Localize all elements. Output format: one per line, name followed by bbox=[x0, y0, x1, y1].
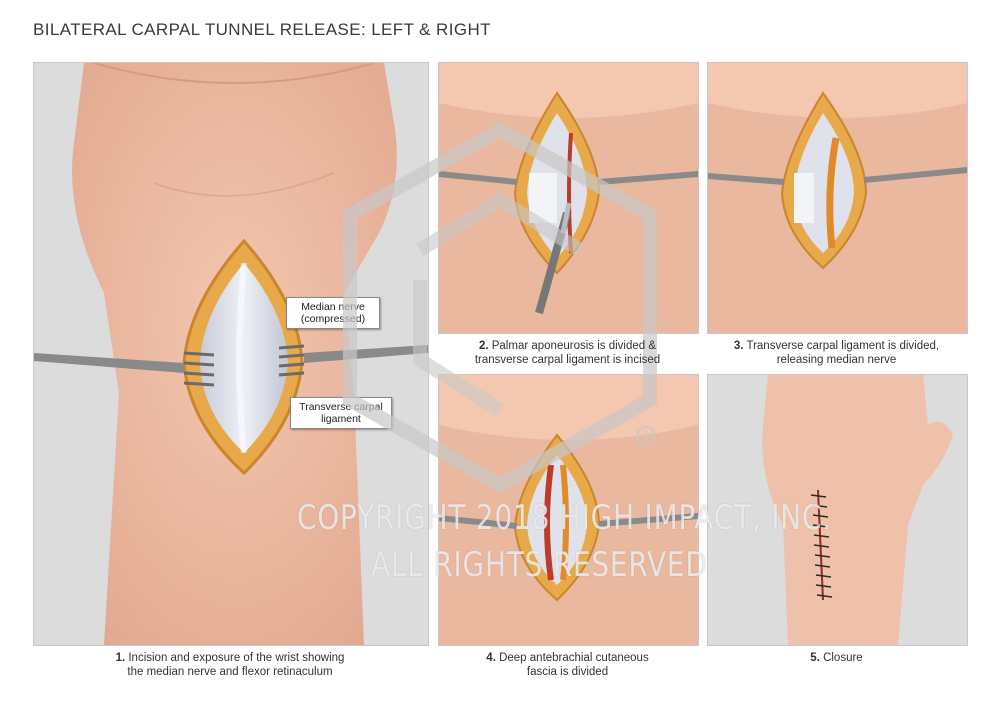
caption-step-4: 4. Deep antebrachial cutaneous fascia is… bbox=[486, 652, 649, 678]
caption-step-5: 5. Closure bbox=[810, 652, 863, 664]
sutures bbox=[810, 494, 833, 598]
watermark-line-2: ALL RIGHTS RESERVED bbox=[371, 545, 708, 585]
panel-step-2 bbox=[438, 62, 699, 334]
hand-illustration-5 bbox=[708, 375, 967, 645]
panel-step-1: Median nerve (compressed) Transverse car… bbox=[33, 62, 429, 646]
wrist-illustration-3 bbox=[708, 63, 967, 333]
caption-step-1: 1. Incision and exposure of the wrist sh… bbox=[115, 652, 345, 678]
wrist-illustration-2 bbox=[439, 63, 698, 333]
label-transverse-carpal-ligament: Transverse carpal ligament bbox=[290, 397, 392, 429]
label-median-nerve: Median nerve (compressed) bbox=[286, 297, 380, 329]
wrist-illustration-1 bbox=[34, 63, 428, 645]
watermark-line-1: COPYRIGHT 2018 HIGH IMPACT, INC. bbox=[297, 498, 832, 538]
registered-mark: ® bbox=[636, 426, 656, 446]
page-title: BILATERAL CARPAL TUNNEL RELEASE: LEFT & … bbox=[33, 20, 491, 39]
caption-step-2: 2. Palmar aponeurosis is divided & trans… bbox=[474, 340, 661, 366]
panel-step-5 bbox=[707, 374, 968, 646]
caption-step-3: 3. Transverse carpal ligament is divided… bbox=[733, 340, 940, 366]
panel-step-3 bbox=[707, 62, 968, 334]
